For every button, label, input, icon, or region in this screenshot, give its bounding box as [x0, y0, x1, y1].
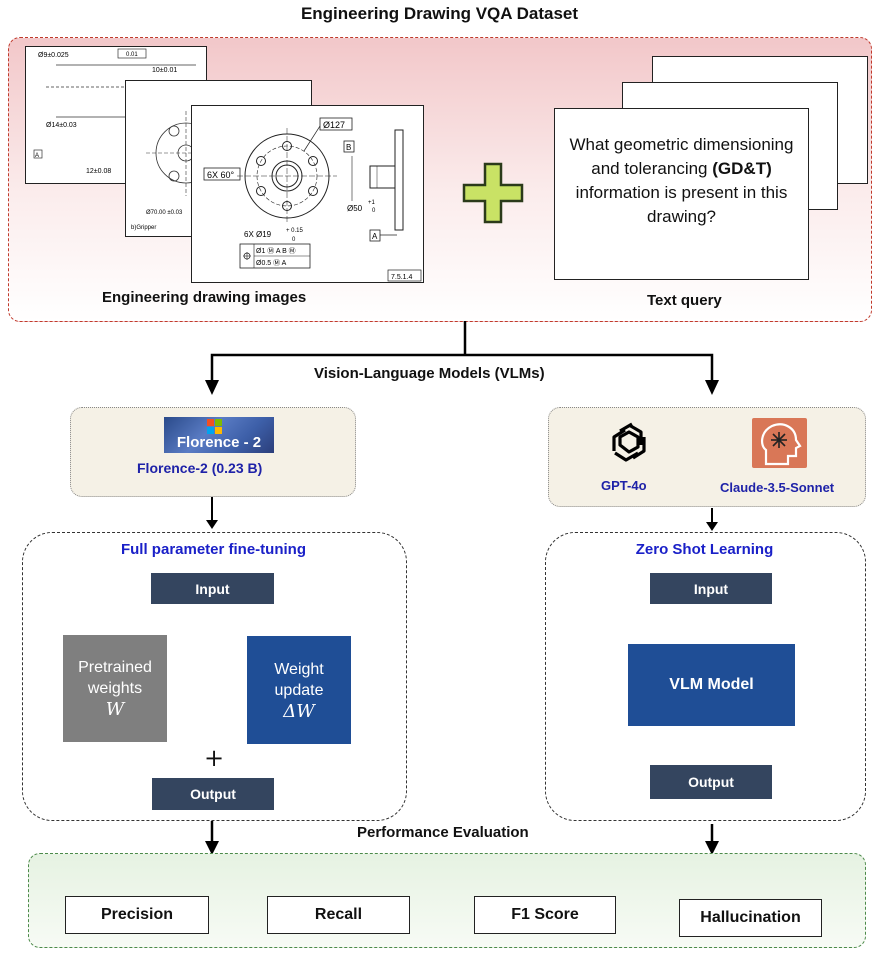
- arrow-left-models: [205, 380, 219, 395]
- openai-logo-icon: [612, 422, 646, 462]
- metric-precision: Precision: [65, 896, 209, 934]
- query-caption: Text query: [647, 292, 722, 309]
- vlm-model-box: VLM Model: [628, 644, 795, 726]
- arrow-api: [706, 522, 718, 531]
- back-dim-5: 0.01: [126, 52, 138, 58]
- pretrained-line1: Pretrained: [78, 659, 152, 676]
- claude-name: Claude-3.5-Sonnet: [720, 480, 835, 495]
- query-text-bold: (GD&T): [712, 159, 772, 178]
- arrow-right-models: [705, 380, 719, 395]
- datum-a: A: [372, 232, 378, 241]
- query-card: What geometric dimensioning and toleranc…: [554, 108, 809, 280]
- metric-f1: F1 Score: [474, 896, 616, 934]
- pretrained-symbol: W: [105, 699, 125, 720]
- drawing-sheet-front: Ø127 6X 60° B Ø50 +1 0 A 6X Ø19 + 0.15 0…: [191, 105, 424, 283]
- zs-input-box: Input: [650, 573, 772, 604]
- update-line1: Weight: [274, 660, 324, 678]
- six-x-60: 6X 60°: [207, 170, 235, 180]
- ref-number: 7.5.1.4: [391, 274, 413, 281]
- dim-50: Ø50: [347, 204, 363, 213]
- back-datum-a: A: [35, 153, 39, 159]
- hole-spec: 6X Ø19: [244, 230, 272, 239]
- evaluation-label: Performance Evaluation: [357, 824, 529, 841]
- florence-logo: Florence - 2: [164, 417, 274, 453]
- claude-logo-icon: [752, 418, 807, 468]
- florence-name: Florence-2 (0.23 B): [137, 460, 263, 476]
- arrow-zs-eval: [705, 841, 719, 855]
- dim-127: Ø127: [323, 120, 345, 130]
- datum-b: B: [346, 143, 351, 152]
- ft-output-box: Output: [152, 778, 274, 810]
- weight-update-box: Weight update ΔW: [247, 636, 351, 744]
- fcf-row-2: Ø0.5 Ⓜ A: [256, 259, 287, 267]
- back-dim-4: 10±0.01: [152, 67, 177, 74]
- update-line2: update: [274, 681, 324, 699]
- ft-input-box: Input: [151, 573, 274, 604]
- middle-dim: Ø70.00 ±0.03: [146, 210, 183, 216]
- florence-logo-text: Florence - 2: [176, 434, 262, 451]
- back-dim-2: Ø14±0.03: [46, 122, 77, 129]
- hole-tol-zero: 0: [292, 237, 296, 243]
- claude-head-icon: [760, 423, 802, 466]
- hole-tol-plus: + 0.15: [286, 228, 304, 234]
- query-text-before: What geometric dimensioning and toleranc…: [569, 135, 794, 178]
- windows-logo-icon: [207, 419, 223, 435]
- drawing-middle-graphic: Ø70.00 ±0.03 b)Gripper: [131, 111, 236, 231]
- metric-hallucination: Hallucination: [679, 899, 822, 937]
- fcf-row-1: Ø1 Ⓜ A B Ⓜ: [256, 247, 296, 255]
- metric-recall: Recall: [267, 896, 410, 934]
- api-models-box: [548, 407, 866, 507]
- zs-output-box: Output: [650, 765, 772, 799]
- zero-shot-title: Zero Shot Learning: [635, 541, 774, 558]
- page-title: Engineering Drawing VQA Dataset: [300, 4, 579, 23]
- dim-50-tol-zero: 0: [372, 208, 376, 214]
- dim-50-tol-plus: +1: [368, 200, 376, 206]
- query-text-after: information is present in this drawing?: [575, 183, 788, 226]
- drawing-front-graphic: Ø127 6X 60° B Ø50 +1 0 A 6X Ø19 + 0.15 0…: [203, 117, 422, 282]
- gripper-label: b)Gripper: [131, 225, 156, 231]
- back-dim-1: Ø9±0.025: [38, 52, 69, 59]
- plus-sign: +: [204, 744, 225, 772]
- drawing-back-graphic: A 0.01 Ø9±0.025 Ø14±0.03 12±0.08 10±0.01: [33, 48, 196, 175]
- vlm-label: Vision-Language Models (VLMs): [314, 365, 545, 382]
- fine-tuning-title: Full parameter fine-tuning: [120, 541, 306, 558]
- arrow-ft-eval: [205, 841, 219, 855]
- split-connector: [210, 321, 714, 389]
- gpt-name: GPT-4o: [601, 478, 647, 493]
- plus-icon: [462, 162, 524, 224]
- back-dim-3: 12±0.08: [86, 168, 111, 175]
- pretrained-weights-box: Pretrained weights W: [63, 635, 167, 742]
- query-text: What geometric dimensioning and toleranc…: [565, 133, 798, 229]
- pretrained-line2: weights: [87, 680, 143, 697]
- arrow-florence: [206, 520, 218, 529]
- update-symbol: ΔW: [283, 700, 315, 722]
- images-caption: Engineering drawing images: [102, 289, 307, 306]
